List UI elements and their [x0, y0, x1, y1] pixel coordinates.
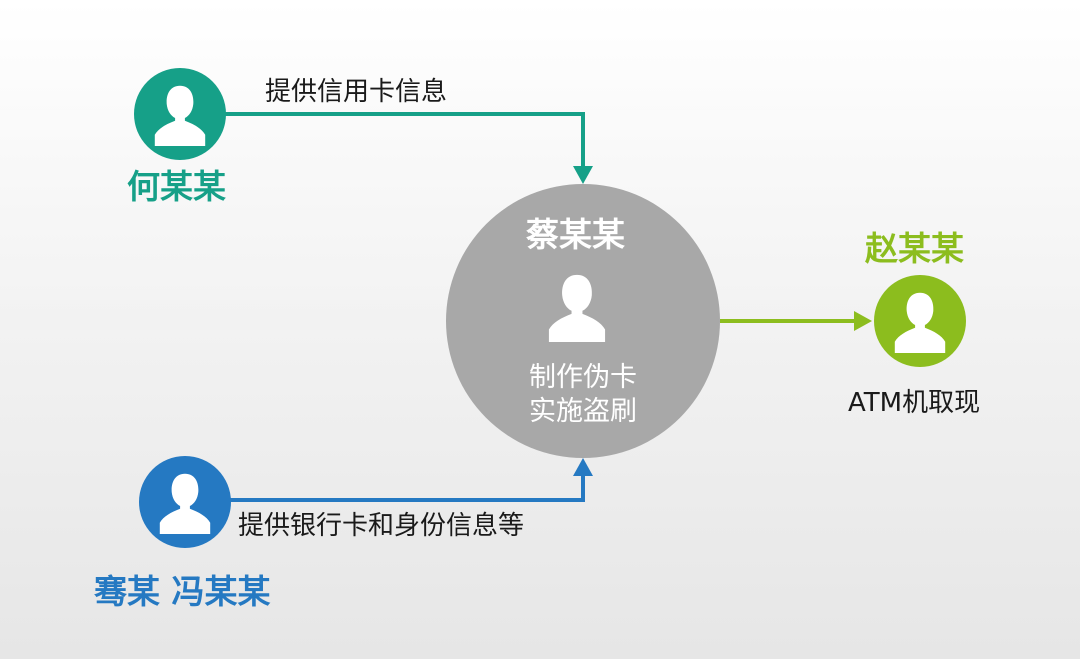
arrowhead-icon	[573, 458, 593, 476]
zhao-name: 赵某某	[865, 229, 964, 268]
edge-cai-to-zhao	[720, 311, 872, 331]
edge-label-jian-feng-to-cai: 提供银行卡和身份信息等	[238, 511, 525, 541]
he-name: 何某某	[127, 167, 226, 206]
edge-he-to-cai	[225, 112, 593, 184]
edge-jian-feng-to-cai	[228, 458, 593, 502]
cai-role-line2: 实施盗刷	[529, 396, 637, 427]
arrowhead-icon	[854, 311, 872, 331]
cai-role-line1: 制作伪卡	[529, 362, 637, 393]
edge-label-he-to-cai: 提供信用卡信息	[265, 77, 448, 107]
jian-feng-avatar	[139, 456, 231, 548]
arrowhead-icon	[573, 166, 593, 184]
zhao-avatar	[874, 275, 966, 367]
he-avatar	[134, 68, 226, 160]
zhao-action-label: ATM机取现	[848, 388, 981, 418]
cai-name: 蔡某某	[526, 215, 625, 254]
jian-feng-name: 骞某 冯某某	[94, 572, 271, 611]
